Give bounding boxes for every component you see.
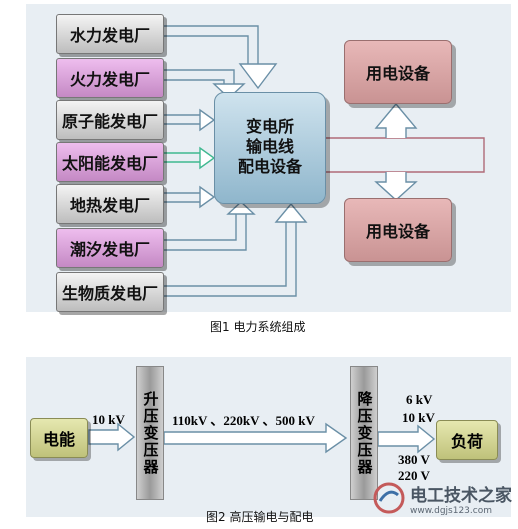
arrow-stepdown-load <box>377 424 436 454</box>
arrow-hydro <box>162 25 259 64</box>
figure1-caption: 图1 电力系统组成 <box>210 320 306 334</box>
output-voltage-380v: 380 V <box>398 452 430 467</box>
arrowhead-tidal <box>226 201 256 215</box>
energy-source: 电能 <box>30 418 88 458</box>
arrow-nuclear <box>162 114 200 125</box>
arrow-source-stepup <box>88 422 136 452</box>
arrowhead-hydro <box>238 63 278 90</box>
device-top: 用电设备 <box>344 40 452 104</box>
arrowhead-thermal <box>212 83 246 99</box>
output-voltage-220v: 220 V <box>398 468 430 483</box>
arrow-geothermal <box>162 192 200 203</box>
step-up-transformer: 升压变压器 <box>136 366 164 500</box>
output-voltage-10kv: 10 kV <box>402 410 435 425</box>
device-bottom: 用电设备 <box>344 198 452 262</box>
arrow-hydro-b <box>162 35 249 64</box>
watermark-text: 电工技术之家 <box>410 485 512 506</box>
plant-nuclear: 原子能发电厂 <box>56 100 164 140</box>
plant-thermal: 火力发电厂 <box>56 58 164 98</box>
transmission-line-label: 输电线 <box>245 139 294 156</box>
watermark-logo-icon <box>373 482 405 514</box>
arrowhead-biomass <box>274 202 308 223</box>
voltage-source-label: 10 kV <box>92 412 125 427</box>
arrowhead-nuclear <box>199 108 216 132</box>
site-watermark: 电工技术之家 www.dgjs123.com <box>372 476 512 520</box>
watermark-url: www.dgjs123.com <box>410 505 492 516</box>
arrowhead-solar <box>199 146 216 170</box>
transmission-voltage-label: 110kV 、220kV 、500 kV <box>172 413 315 428</box>
arrow-biomass <box>162 222 297 297</box>
output-voltage-6kv: 6 kV <box>406 392 433 407</box>
arrow-solar <box>162 152 200 163</box>
arrowhead-geothermal <box>199 185 216 209</box>
plant-biomass: 生物质发电厂 <box>56 272 164 312</box>
plant-hydro: 水力发电厂 <box>56 14 164 54</box>
plant-solar: 太阳能发电厂 <box>56 142 164 182</box>
step-down-transformer: 降压变压器 <box>350 366 378 500</box>
arrow-thermal <box>162 69 235 84</box>
arrow-tidal <box>162 212 247 251</box>
load-box: 负荷 <box>436 420 498 460</box>
substation-label: 变电所 <box>245 119 294 136</box>
arrow-transmission <box>163 422 348 454</box>
plant-tidal: 潮汐发电厂 <box>56 228 164 268</box>
substation-box: 变电所 输电线 配电设备 <box>214 92 326 204</box>
distribution-equipment-label: 配电设备 <box>237 159 302 176</box>
plant-geothermal: 地热发电厂 <box>56 184 164 224</box>
arrow-up-device <box>374 102 418 138</box>
figure2-caption: 图2 高压输电与配电 <box>206 510 314 524</box>
